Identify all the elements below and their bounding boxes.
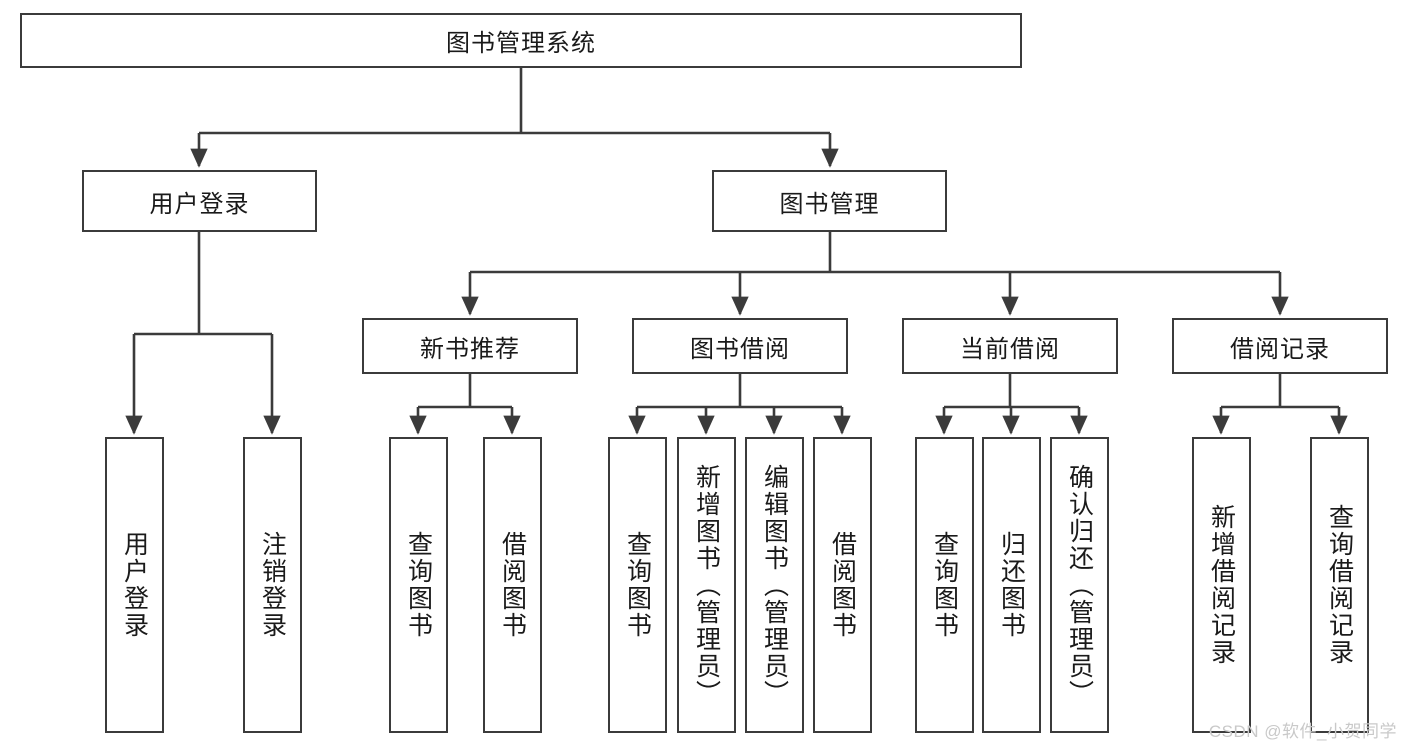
leaf-query-book-borrow[interactable]: 查询图书 (608, 437, 667, 733)
leaf-add-borrow-record-label: 新增借阅记录 (1207, 504, 1236, 666)
leaf-query-book-new-label: 查询图书 (404, 531, 433, 639)
leaf-query-borrow-record[interactable]: 查询借阅记录 (1310, 437, 1369, 733)
leaf-confirm-return[interactable]: 确认归还（管理员） (1050, 437, 1109, 733)
node-root-label: 图书管理系统 (446, 30, 596, 57)
leaf-logout-label: 注销登录 (258, 531, 287, 639)
node-book-manage[interactable]: 图书管理 (712, 170, 947, 232)
leaf-query-book-borrow-label: 查询图书 (623, 531, 652, 639)
node-root[interactable]: 图书管理系统 (20, 13, 1022, 68)
leaf-borrow-book-new-label: 借阅图书 (498, 531, 527, 639)
leaf-edit-book[interactable]: 编辑图书（管理员） (745, 437, 804, 733)
leaf-confirm-return-label: 确认归还（管理员） (1065, 463, 1094, 707)
leaf-user-login-label: 用户登录 (120, 531, 149, 639)
leaf-return-book[interactable]: 归还图书 (982, 437, 1041, 733)
leaf-edit-book-label: 编辑图书（管理员） (760, 463, 789, 707)
node-current-borrow[interactable]: 当前借阅 (902, 318, 1118, 374)
node-book-borrow-label: 图书借阅 (690, 335, 790, 363)
leaf-query-book-current-label: 查询图书 (930, 531, 959, 639)
leaf-borrow-book[interactable]: 借阅图书 (813, 437, 872, 733)
leaf-query-borrow-record-label: 查询借阅记录 (1325, 504, 1354, 666)
leaf-user-login[interactable]: 用户登录 (105, 437, 164, 733)
watermark-text: CSDN @软件_小贺同学 (1208, 722, 1397, 741)
node-book-manage-label: 图书管理 (779, 190, 880, 218)
node-borrow-record[interactable]: 借阅记录 (1172, 318, 1388, 374)
node-user-login[interactable]: 用户登录 (82, 170, 317, 232)
node-new-book-recommendation-label: 新书推荐 (420, 335, 520, 363)
leaf-query-book-new[interactable]: 查询图书 (389, 437, 448, 733)
node-borrow-record-label: 借阅记录 (1230, 335, 1330, 363)
node-book-borrow[interactable]: 图书借阅 (632, 318, 848, 374)
leaf-add-book[interactable]: 新增图书（管理员） (677, 437, 736, 733)
node-user-login-label: 用户登录 (149, 190, 250, 218)
leaf-add-borrow-record[interactable]: 新增借阅记录 (1192, 437, 1251, 733)
leaf-borrow-book-label: 借阅图书 (828, 531, 857, 639)
leaf-add-book-label: 新增图书（管理员） (692, 463, 721, 707)
leaf-logout[interactable]: 注销登录 (243, 437, 302, 733)
node-new-book-recommendation[interactable]: 新书推荐 (362, 318, 578, 374)
leaf-query-book-current[interactable]: 查询图书 (915, 437, 974, 733)
leaf-return-book-label: 归还图书 (997, 531, 1026, 639)
node-current-borrow-label: 当前借阅 (960, 335, 1060, 363)
leaf-borrow-book-new[interactable]: 借阅图书 (483, 437, 542, 733)
